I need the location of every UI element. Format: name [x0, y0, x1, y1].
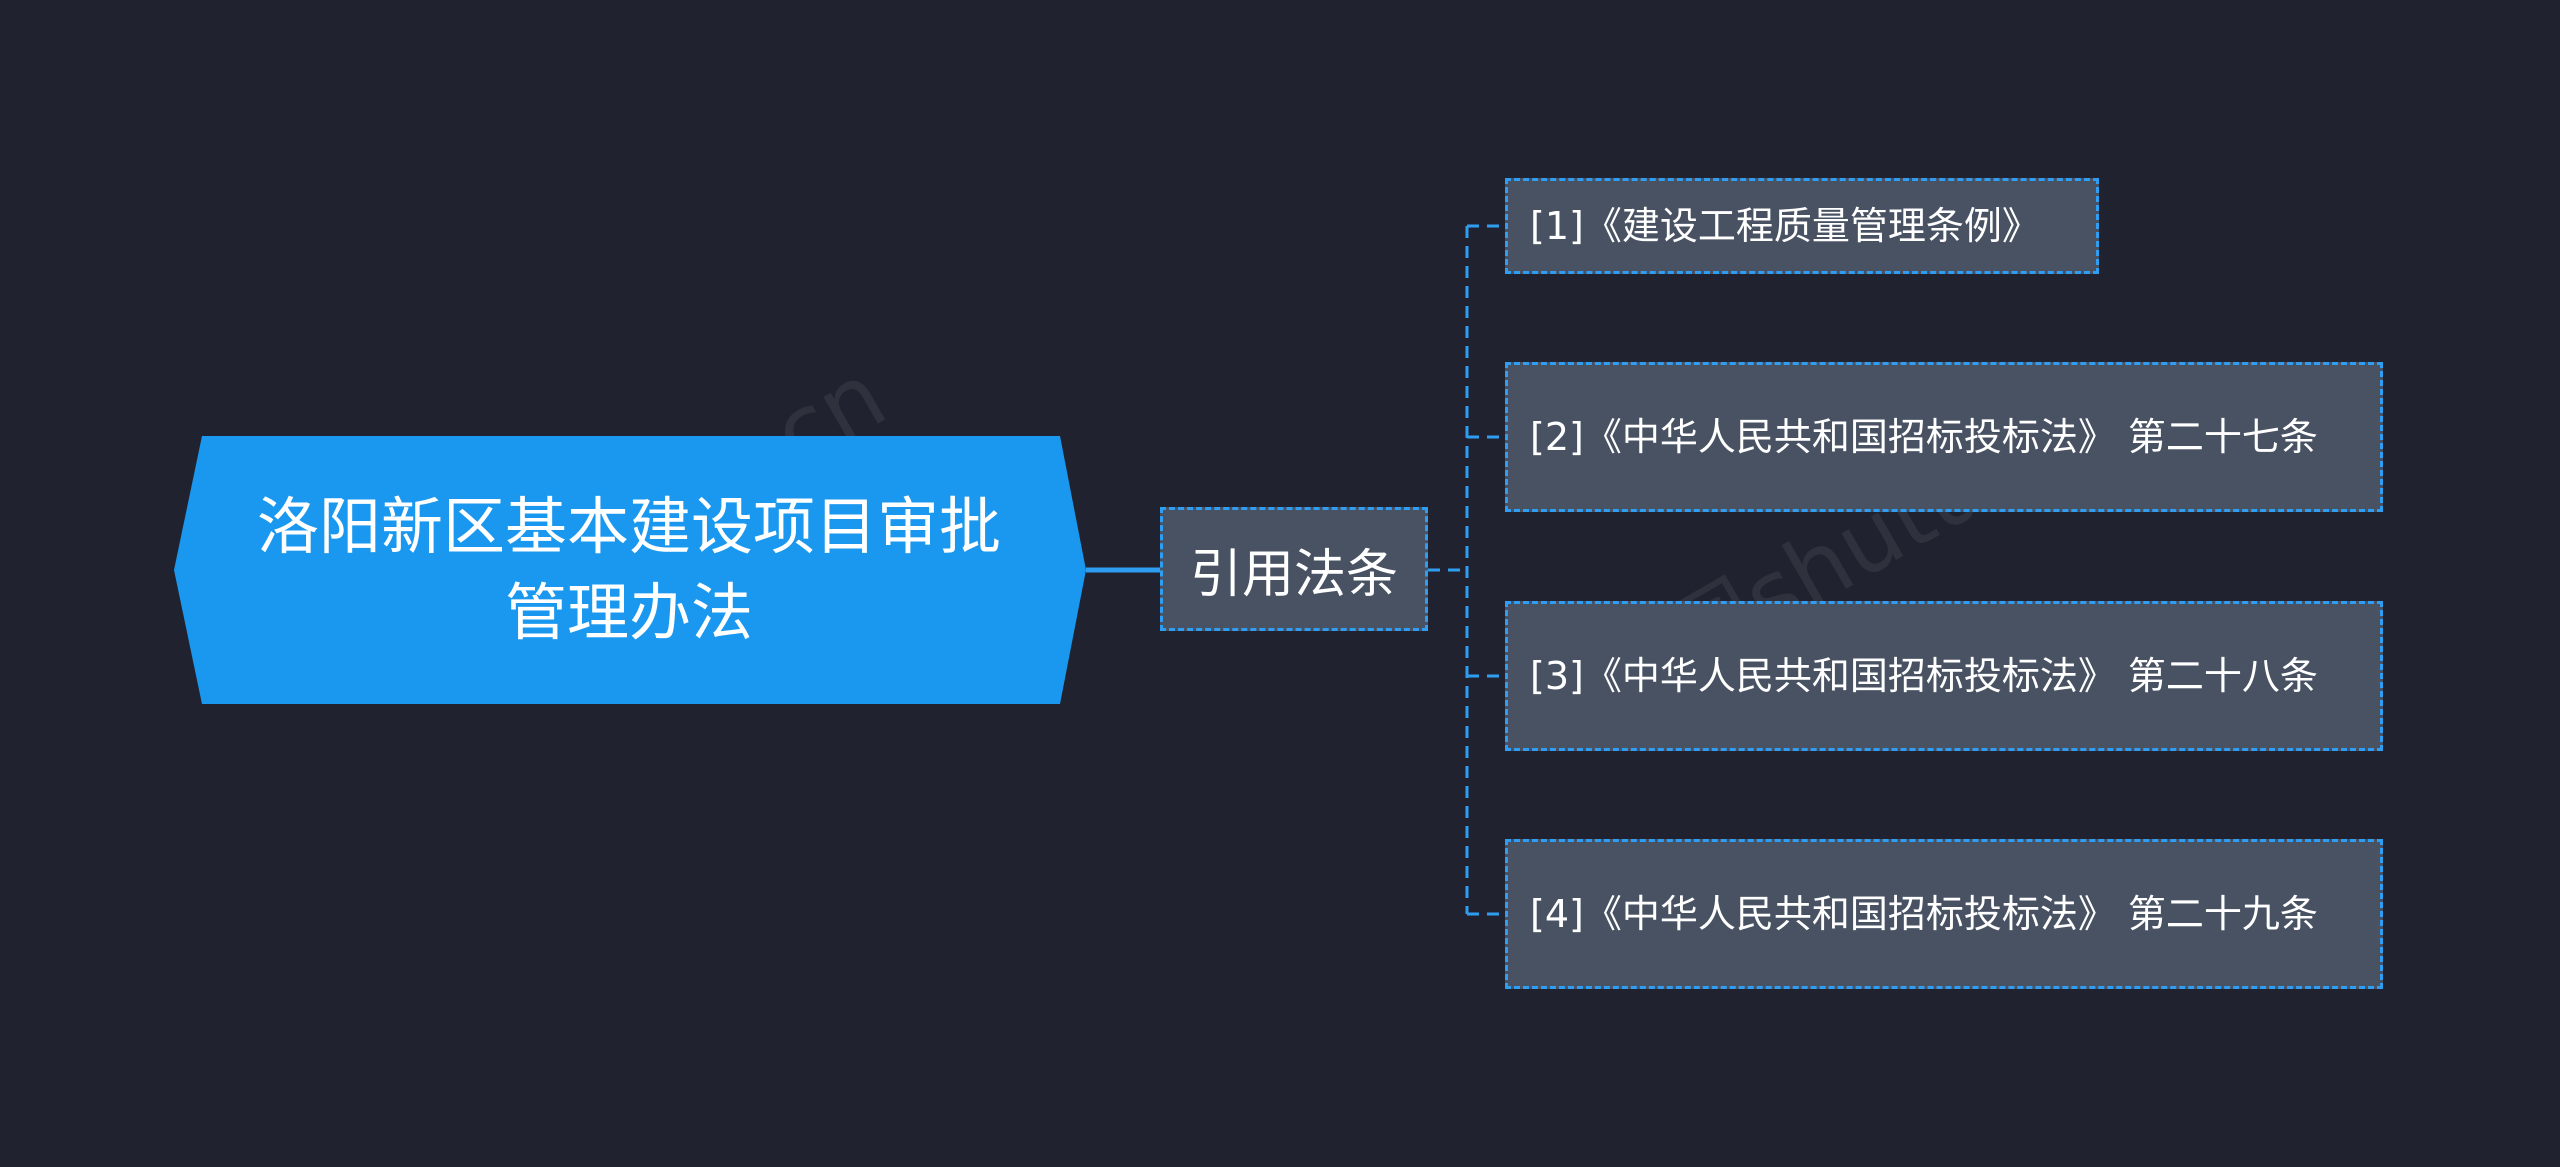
- leaf-node-3[interactable]: [3]《中华人民共和国招标投标法》 第二十八条: [1505, 601, 2383, 751]
- leaf-node-label: [3]《中华人民共和国招标投标法》 第二十八条: [1530, 654, 2318, 698]
- root-topic-node[interactable]: 洛阳新区基本建设项目审批管理办法: [174, 436, 1086, 704]
- branch-node-label: 引用法条: [1189, 544, 1398, 605]
- leaf-node-label: [1]《建设工程质量管理条例》: [1530, 204, 2040, 248]
- branch-node-cited-laws[interactable]: 引用法条: [1160, 507, 1428, 631]
- leaf-node-2[interactable]: [2]《中华人民共和国招标投标法》 第二十七条: [1505, 362, 2383, 512]
- branch-to-leaves-connector: [1428, 224, 1505, 916]
- leaf-node-label: [4]《中华人民共和国招标投标法》 第二十九条: [1530, 892, 2318, 936]
- leaf-node-label: [2]《中华人民共和国招标投标法》 第二十七条: [1530, 415, 2318, 459]
- root-node-shape: [174, 436, 1086, 704]
- root-topic-label: 洛阳新区基本建设项目审批管理办法: [256, 490, 1001, 649]
- leaf-node-1[interactable]: [1]《建设工程质量管理条例》: [1505, 178, 2099, 274]
- leaf-node-4[interactable]: [4]《中华人民共和国招标投标法》 第二十九条: [1505, 839, 2383, 989]
